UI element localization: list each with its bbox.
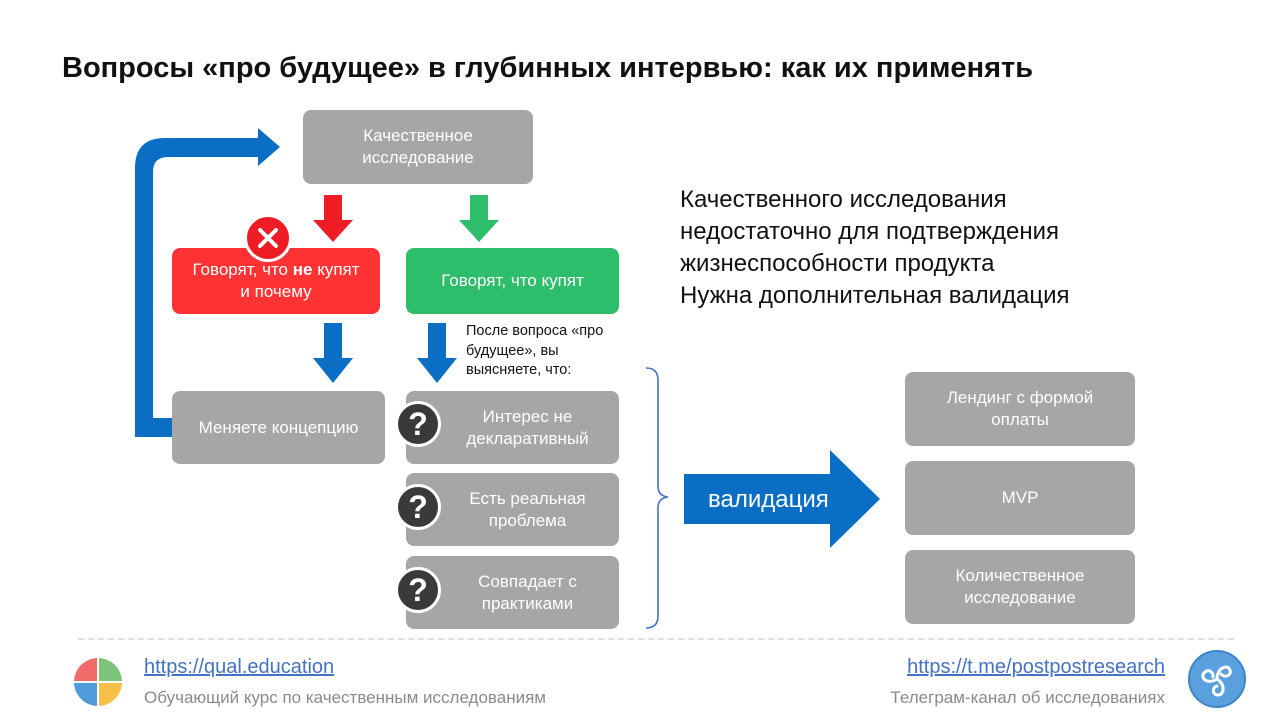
validation-label: валидация <box>708 486 829 513</box>
matches-practice-box: Совпадает с практиками <box>406 556 619 629</box>
will-buy-box: Говорят, что купят <box>406 248 619 314</box>
colored-circle-logo <box>72 656 124 708</box>
course-description: Обучающий курс по качественным исследова… <box>144 688 546 707</box>
mvp-label: MVP <box>1001 488 1039 507</box>
red-down-arrow <box>313 195 353 242</box>
interest-label: Интерес не декларативный <box>466 406 589 448</box>
telegram-channel-link[interactable]: https://t.me/postpostresearch <box>907 656 1165 678</box>
statement-text: Качественного исследования недостаточно … <box>680 184 1070 312</box>
question-circle-icon: ? <box>395 401 441 447</box>
blue-down-arrow-left <box>313 323 353 383</box>
quantitative-research-label: Количественное исследование <box>955 566 1085 607</box>
loop-back-arrow-vertical <box>135 128 280 437</box>
bracket <box>645 367 669 629</box>
landing-label: Лендинг с формой оплаты <box>946 388 1094 429</box>
question-circle-icon: ? <box>395 484 441 530</box>
change-concept-box: Меняете концепцию <box>172 391 385 464</box>
real-problem-box: Есть реальная проблема <box>406 473 619 546</box>
change-concept-label: Меняете концепцию <box>198 417 359 437</box>
real-problem-label: Есть реальная проблема <box>469 488 586 530</box>
matches-practice-label: Совпадает с практиками <box>478 571 577 613</box>
qualitative-research-label: Качественное исследование <box>362 126 474 167</box>
page-title: Вопросы «про будущее» в глубинных интерв… <box>62 52 1034 84</box>
interest-box: Интерес не декларативный <box>406 391 619 464</box>
blue-down-arrow-right <box>417 323 457 383</box>
statement-line: недостаточно для подтверждения <box>680 218 1060 245</box>
will-buy-label: Говорят, что купят <box>441 271 584 290</box>
green-down-arrow <box>459 195 499 242</box>
triskelion-logo <box>1188 650 1246 708</box>
qualitative-research-box: Качественное исследование <box>303 110 533 184</box>
channel-description: Телеграм-канал об исследованиях <box>890 688 1165 707</box>
mvp-box: MVP <box>905 461 1135 535</box>
quantitative-research-box: Количественное исследование <box>905 550 1135 624</box>
statement-line: жизнеспособности продукта <box>680 250 995 277</box>
statement-line: Нужна дополнительная валидация <box>680 282 1070 309</box>
x-circle-icon <box>244 214 292 262</box>
statement-line: Качественного исследования <box>680 186 1007 213</box>
qual-education-link[interactable]: https://qual.education <box>144 656 335 678</box>
future-question-note: После вопроса «про будущее», вы выясняет… <box>466 323 604 378</box>
wont-buy-label: Говорят, что не купят и почему <box>192 260 360 301</box>
landing-box: Лендинг с формой оплаты <box>905 372 1135 446</box>
validation-arrow <box>684 450 880 548</box>
question-circle-icon: ? <box>395 567 441 613</box>
